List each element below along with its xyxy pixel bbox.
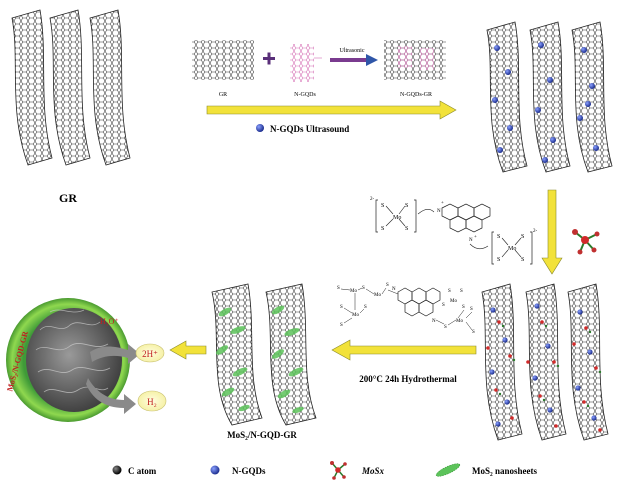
s-atom: S (460, 289, 463, 294)
gr-label: GR (59, 191, 77, 205)
s-atom: S (521, 234, 524, 240)
s-atom: S (470, 307, 473, 312)
s-atom: S (444, 325, 447, 330)
n-atom: N (469, 238, 473, 243)
s-atom: S (340, 323, 343, 328)
charge-neg-left: 2- (370, 197, 375, 202)
ngqd-moS4-complex: 2- Mo S S S S N + N + Mo S S S S (370, 197, 538, 265)
s-atom: S (362, 286, 365, 291)
s-atom: S (364, 305, 367, 310)
s-atom: S (462, 305, 465, 310)
small-ngqds-gr-label: N-GQDs-GR (400, 92, 432, 98)
product-label: MoS₂/N-GQD-GR (227, 430, 297, 440)
s-atom: S (381, 226, 384, 232)
ngqd-gr-sheets (486, 21, 613, 173)
s-atom: S (405, 226, 408, 232)
small-ngqds-label: N-GQDs (294, 92, 316, 98)
ultrasonic-label: Ultrasonic (340, 48, 365, 54)
s-atom: S (472, 330, 475, 335)
c-atom-icon (112, 465, 122, 475)
mosx-cluster-icon (572, 229, 600, 255)
legend-mosx: MoSx (361, 466, 385, 476)
s-atom: S (497, 234, 500, 240)
s-atom: S (497, 257, 500, 263)
n-atom: N (437, 209, 441, 214)
s-atom: S (381, 203, 384, 209)
h3o-label: H₃O⁺ (100, 317, 119, 326)
ngqd-sphere-icon (256, 124, 264, 132)
n-atom: N (432, 319, 436, 324)
hydrothermal-step-label: 200°C 24h Hydrothermal (359, 374, 457, 384)
small-gr-lattice (192, 40, 254, 80)
s-atom: S (340, 305, 343, 310)
reaction-arrows (86, 344, 140, 414)
charge-pos: + (474, 235, 477, 240)
legend-mos2-nanosheets: MoS₂ nanosheets (472, 466, 537, 476)
small-gr-label: GR (219, 92, 227, 98)
mo-atom: Mo (450, 299, 457, 304)
plus-icon (263, 52, 275, 65)
mo-s-n-structure: S Mo S Mo S S Mo S S N N (337, 283, 475, 335)
s-atom: S (442, 303, 445, 308)
mo-atom: Mo (350, 289, 357, 294)
ultrasound-arrow (206, 100, 457, 120)
mo-atom: Mo (374, 293, 381, 298)
h2-cloud (137, 390, 167, 412)
product-arrow (169, 340, 207, 360)
mo-atom-1: Mo (393, 215, 401, 221)
h2-label: H₂ (147, 397, 157, 407)
legend-ngqds: N-GQDs (232, 466, 266, 476)
legend: C atom N-GQDs MoSx MoS₂ nanosheets (112, 461, 537, 480)
ultrasound-step-label: N-GQDs Ultrasound (270, 124, 349, 134)
hydrothermal-arrow (331, 339, 477, 361)
ngqd-icon (210, 465, 220, 475)
s-atom: S (521, 257, 524, 263)
mos2-sheet-icon (435, 463, 461, 477)
small-ngqds-gr-lattice (384, 40, 446, 80)
mosx-icon (330, 461, 347, 480)
n-atom: N (392, 287, 396, 292)
h-plus-label: 2H⁺ (142, 349, 158, 359)
mo-atom: Mo (456, 319, 463, 324)
s-atom: S (337, 286, 340, 291)
mos2-ngqd-gr-sheets (211, 283, 317, 426)
small-ngqds-lattice (290, 44, 322, 82)
mo-atom: Mo (352, 313, 359, 318)
s-atom: S (386, 283, 389, 288)
s-atom: S (405, 203, 408, 209)
mosx-gr-sheets (481, 283, 609, 441)
charge-pos: + (441, 201, 444, 206)
ultrasonic-arrow (330, 54, 378, 66)
charge-neg-right: 2- (533, 229, 538, 234)
electrode-ring (6, 298, 130, 422)
legend-c-atom: C atom (128, 466, 157, 476)
mo-atom-2: Mo (508, 246, 516, 252)
h-plus-cloud (135, 343, 165, 363)
s-atom: S (448, 289, 451, 294)
gr-sheets (11, 9, 131, 166)
down-arrow (541, 189, 563, 275)
